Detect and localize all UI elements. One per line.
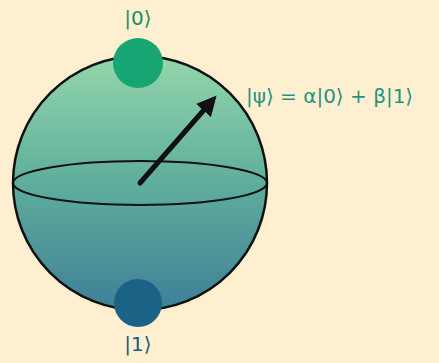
sphere [13,56,267,310]
basis-label: |0⟩ [100,6,176,30]
state-dot: |1⟩ [100,276,176,361]
state-equation: |ψ⟩ = α|0⟩ + β|1⟩ [246,84,413,108]
basis-label: |1⟩ [100,332,176,356]
pole-dot [114,279,162,327]
state-vector [140,103,210,183]
pole-dot [113,38,163,88]
state-dot: |0⟩ [100,2,176,92]
